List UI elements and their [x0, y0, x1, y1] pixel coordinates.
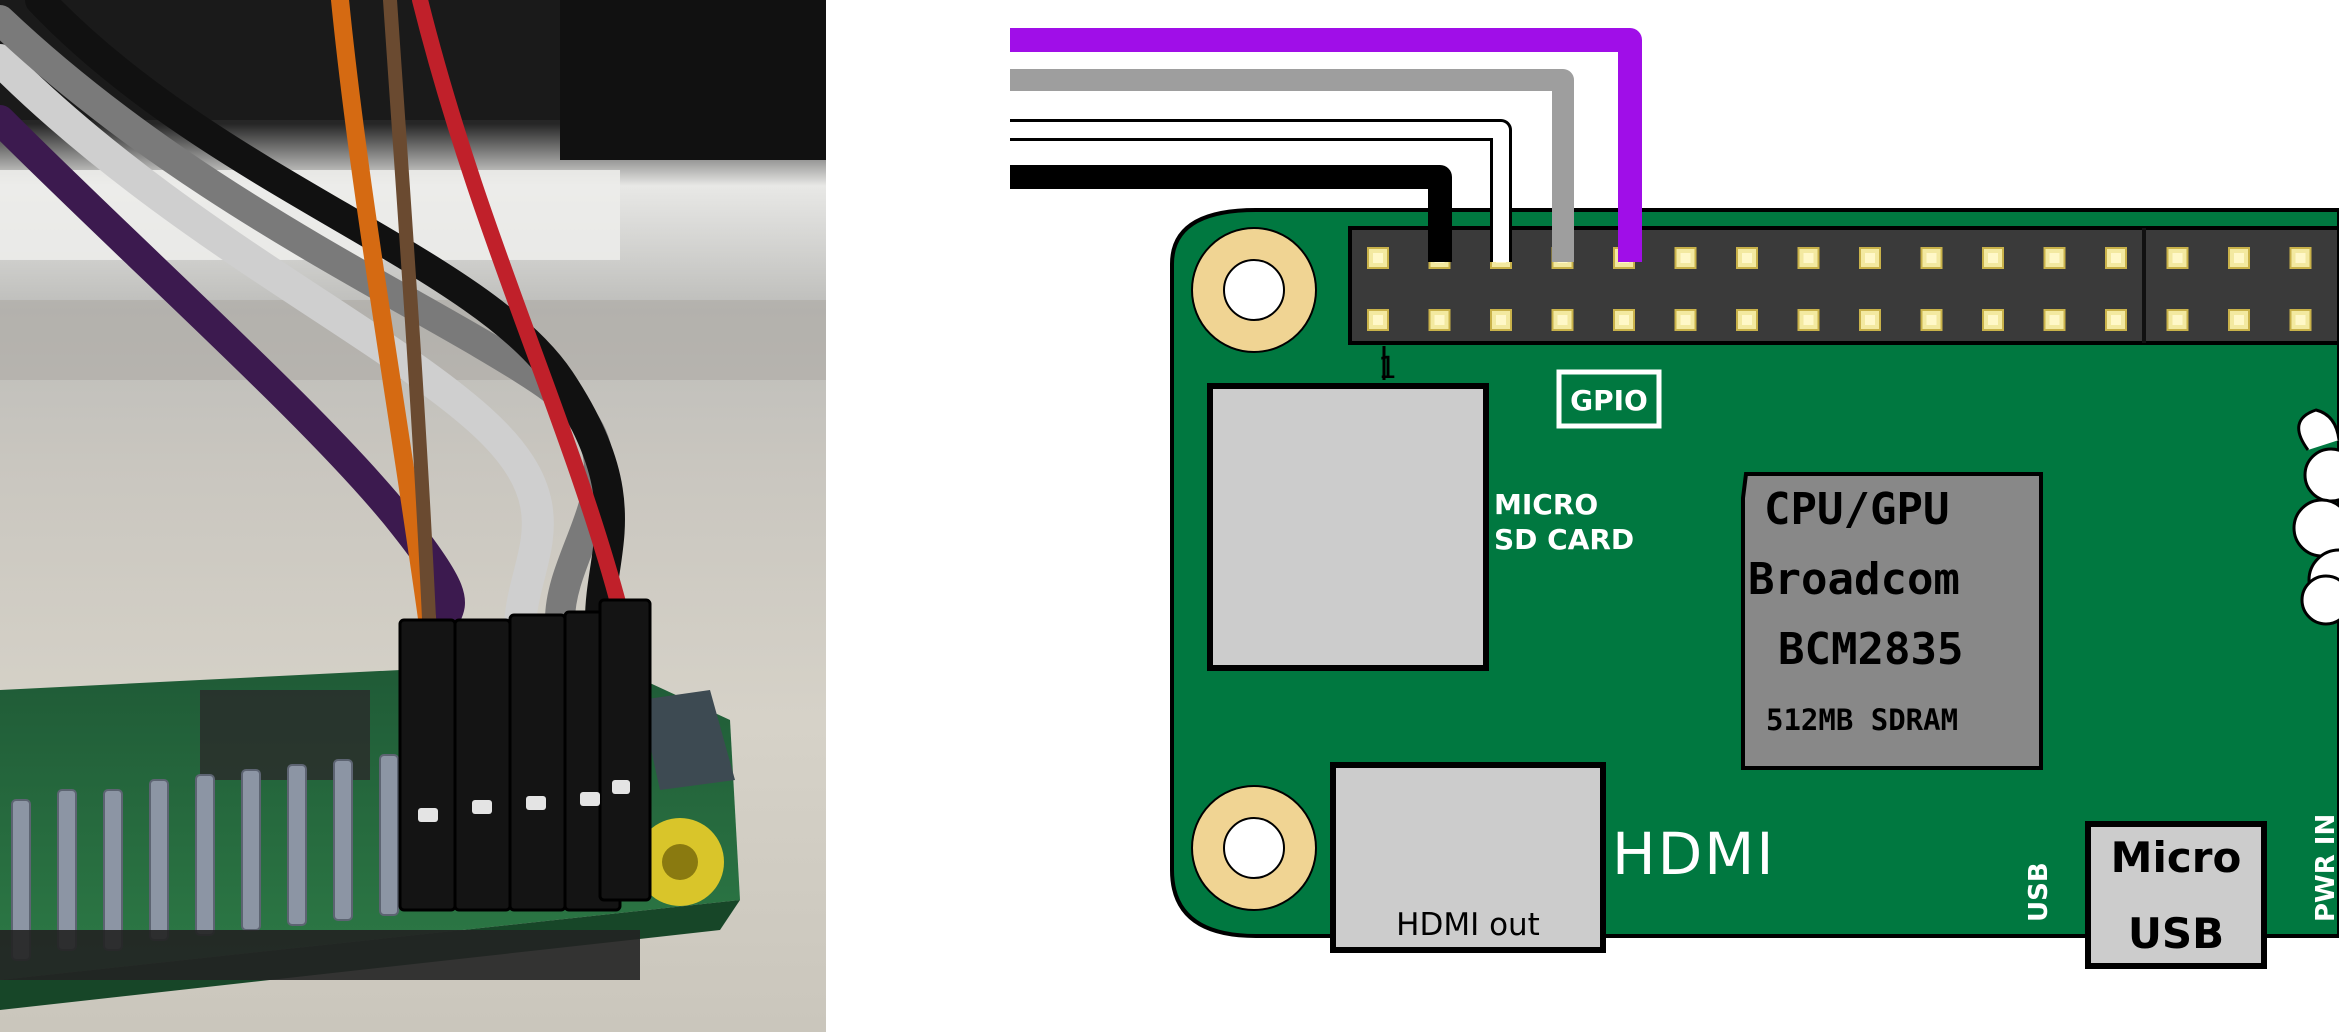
gpio-pin-center [2050, 315, 2060, 325]
gpio-pin-center [1865, 315, 1875, 325]
gpio-pin-center [2111, 315, 2121, 325]
mount-hole-top [1192, 228, 1316, 352]
jumper-wire-photo [0, 0, 826, 1032]
cpu-label-line2: Broadcom [1748, 554, 1960, 605]
micro-usb-label-line1: Micro [2111, 833, 2242, 882]
gpio-pin-center [1373, 253, 1383, 263]
gpio-pin-center [1988, 315, 1998, 325]
pi-zero-diagram: 1 GPIO MICRO SD CARD CPU/GPU Broadcom BC… [826, 0, 2339, 1032]
hdmi-port-label: HDMI out [1396, 907, 1540, 943]
gpio-pin-center [1865, 253, 1875, 263]
gpio-pin-center [1681, 315, 1691, 325]
gpio-pin-center [1988, 253, 1998, 263]
gpio-pin-center [1435, 315, 1445, 325]
cpu-label-line4: 512MB SDRAM [1766, 703, 1958, 737]
cpu-label-line3: BCM2835 [1778, 624, 1963, 675]
gpio-pin-center [2173, 253, 2183, 263]
gpio-pin-center [1804, 253, 1814, 263]
gpio-pin-center [1742, 315, 1752, 325]
diagram-panel: 1 GPIO MICRO SD CARD CPU/GPU Broadcom BC… [826, 0, 2339, 1032]
cpu-label-line1: CPU/GPU [1764, 484, 1949, 535]
gpio-pin-center [1742, 253, 1752, 263]
sd-card-label-line2: SD CARD [1494, 523, 1634, 556]
mount-hole-bottom [1192, 786, 1316, 910]
gpio-pin-center [1681, 253, 1691, 263]
gpio-pin-center [2173, 315, 2183, 325]
usb-vertical-label: USB [2024, 862, 2054, 922]
gpio-pin-center [1558, 315, 1568, 325]
gpio-pin-center [2234, 315, 2244, 325]
gpio-pin-center [2111, 253, 2121, 263]
gpio-pin-center [1619, 315, 1629, 325]
micro-usb-label-line2: USB [2128, 909, 2224, 958]
gpio-pin-center [1804, 315, 1814, 325]
pin1-label: 1 [1378, 351, 1397, 386]
gpio-pin-center [2296, 315, 2306, 325]
power-vertical-label: PWR IN [2311, 814, 2339, 922]
gpio-pin-center [1927, 315, 1937, 325]
gpio-pin-center [2050, 253, 2060, 263]
sd-card-label-line1: MICRO [1494, 488, 1598, 521]
gpio-pin-center [2234, 253, 2244, 263]
gpio-pin-center [2296, 253, 2306, 263]
gpio-label: GPIO [1570, 384, 1648, 417]
gpio-pin-center [1496, 315, 1506, 325]
photo-panel [0, 0, 826, 1032]
gpio-pin-center [1927, 253, 1937, 263]
micro-sd-card-slot [1210, 386, 1486, 668]
gpio-pin-center [1373, 315, 1383, 325]
hdmi-label: HDMI [1612, 820, 1775, 888]
